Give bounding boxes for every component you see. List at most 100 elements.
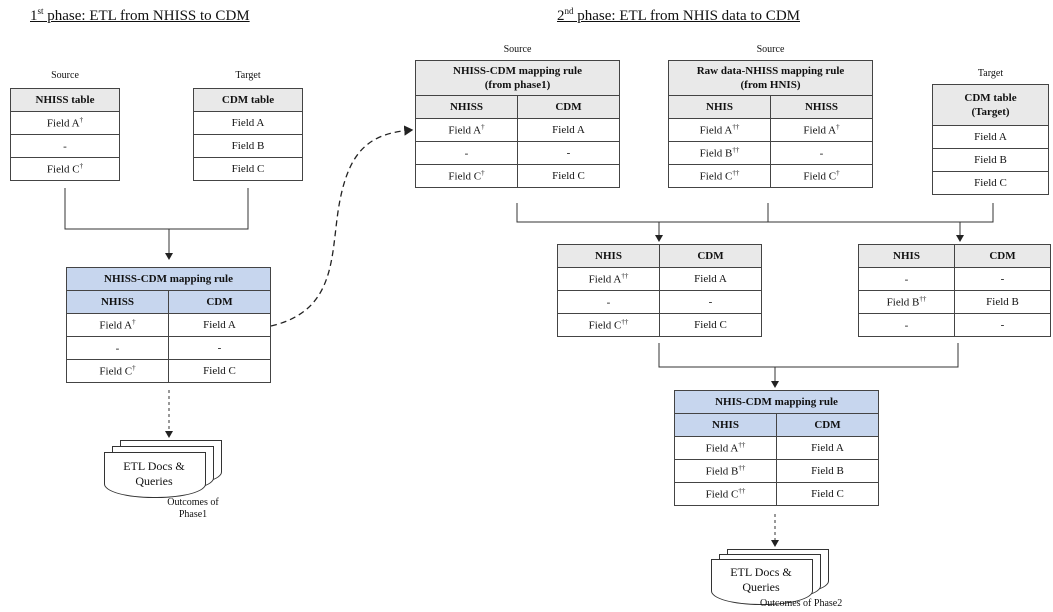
table-cell: Field A† xyxy=(10,111,120,135)
column-header: CDM xyxy=(659,244,762,268)
column-header: NHIS xyxy=(668,95,771,119)
cdm-target-title: CDM table(Target) xyxy=(932,84,1049,126)
table-cell: - xyxy=(10,134,120,158)
phase1-title-ordinal: st xyxy=(37,6,44,16)
table-cell: Field C xyxy=(168,359,271,383)
docs-label-line1: ETL Docs & xyxy=(123,459,185,473)
table-cell: Field C xyxy=(517,164,620,188)
table-cell: Field C† xyxy=(10,157,120,181)
table-cell: - xyxy=(557,290,660,314)
mapping-title: NHISS-CDM mapping rule xyxy=(66,267,271,291)
table-cell: - xyxy=(517,141,620,165)
table-cell: Field A† xyxy=(66,313,169,337)
table-cell: Field A xyxy=(659,267,762,291)
phase1-to-phase2-dashed-curve xyxy=(270,125,414,327)
phase2-outcome-label: Outcomes of Phase2 xyxy=(760,598,843,609)
table-cell: - xyxy=(770,141,873,165)
column-header: CDM xyxy=(168,290,271,314)
phase1-target-caption: Target xyxy=(235,70,261,81)
table-cell: Field C†† xyxy=(668,164,771,188)
phase2-bottom-merge-line xyxy=(658,343,959,368)
column-header: NHISS xyxy=(770,95,873,119)
table-cell: Field A xyxy=(776,436,879,460)
column-header: CDM xyxy=(954,244,1051,268)
phase1-title: 1st phase: ETL from NHISS to CDM xyxy=(30,6,250,25)
table-cell: Field C xyxy=(193,157,303,181)
table-cell: Field A xyxy=(168,313,271,337)
phase2-target-caption: Target xyxy=(977,68,1004,79)
table-cell: - xyxy=(858,313,955,337)
column-header: NHISS xyxy=(66,290,169,314)
phase1-source-caption: Source xyxy=(51,70,79,81)
phase1-merge-line xyxy=(64,188,249,230)
table-cell: Field C xyxy=(932,171,1049,195)
table-cell: Field B†† xyxy=(668,141,771,165)
table-cell: Field A†† xyxy=(674,436,777,460)
phase2-left-merge-line xyxy=(516,203,769,223)
column-header: CDM xyxy=(776,413,879,437)
table-cell: Field C†† xyxy=(557,313,660,337)
table-cell: Field A xyxy=(517,118,620,142)
cdm-table-header: CDM table xyxy=(193,88,303,112)
column-header: NHIS xyxy=(557,244,660,268)
docs-label-line2: Queries xyxy=(742,580,780,594)
table-cell: Field C† xyxy=(415,164,518,188)
table-cell: Field A† xyxy=(415,118,518,142)
phase1-outcome-label: Outcomes of Phase1 xyxy=(167,497,219,520)
table-cell: - xyxy=(659,290,762,314)
table-cell: Field A† xyxy=(770,118,873,142)
table-cell: Field A xyxy=(932,125,1049,149)
table-cell: - xyxy=(66,336,169,360)
nhiss-table-header: NHISS table xyxy=(10,88,120,112)
phase2-source-caption-2: Source xyxy=(756,44,785,55)
table-cell: - xyxy=(415,141,518,165)
table-cell: - xyxy=(858,267,955,291)
phase1-title-number: 1 xyxy=(30,8,38,24)
column-header: NHIS xyxy=(674,413,777,437)
intermediate-nhis-cdm-table-left: NHIS CDM Field A†† Field A - - Field C††… xyxy=(557,244,762,337)
table-cell: Field C xyxy=(776,482,879,506)
phase2-final-mapping-table: NHIS-CDM mapping rule NHIS CDM Field A††… xyxy=(674,390,879,506)
mapping-title: NHIS-CDM mapping rule xyxy=(674,390,879,414)
column-header: CDM xyxy=(517,95,620,119)
table-cell: - xyxy=(954,313,1051,337)
table-cell: Field C† xyxy=(770,164,873,188)
table-cell: Field C†† xyxy=(674,482,777,506)
phase2-title-ordinal: nd xyxy=(564,6,574,16)
phase2-title-number: 2 xyxy=(557,8,565,24)
table-cell: Field A†† xyxy=(668,118,771,142)
cdm-target-table: CDM table Field A Field B Field C xyxy=(193,88,303,181)
table-cell: Field B xyxy=(193,134,303,158)
phase2-etl-docs-icon: ETL Docs & Queries xyxy=(705,549,835,605)
table-cell: Field C xyxy=(659,313,762,337)
phase1-etl-docs-icon: ETL Docs & Queries xyxy=(100,440,230,510)
table-cell: Field B†† xyxy=(858,290,955,314)
rule-from-phase1-table: NHISS-CDM mapping rule(from phase1) NHIS… xyxy=(415,60,620,188)
docs-label-line2: Queries xyxy=(135,474,173,488)
rule-from-phase1-title: NHISS-CDM mapping rule(from phase1) xyxy=(415,60,620,96)
table-cell: - xyxy=(954,267,1051,291)
phase2-source-caption-1: Source xyxy=(503,44,532,55)
table-cell: Field B xyxy=(932,148,1049,172)
table-cell: Field A†† xyxy=(557,267,660,291)
phase2-title-text: phase: ETL from NHIS data to CDM xyxy=(573,8,800,24)
phase2-title: 2nd phase: ETL from NHIS data to CDM xyxy=(557,6,800,25)
table-cell: Field C† xyxy=(66,359,169,383)
table-cell: Field B xyxy=(776,459,879,483)
nhiss-source-table: NHISS table Field A† - Field C† xyxy=(10,88,120,181)
table-cell: Field A xyxy=(193,111,303,135)
cdm-target-table-phase2: CDM table(Target) Field A Field B Field … xyxy=(932,84,1049,195)
raw-rule-title: Raw data-NHISS mapping rule(from HNIS) xyxy=(668,60,873,96)
raw-data-nhiss-rule-table: Raw data-NHISS mapping rule(from HNIS) N… xyxy=(668,60,873,188)
column-header: NHIS xyxy=(858,244,955,268)
table-cell: Field B†† xyxy=(674,459,777,483)
column-header: NHISS xyxy=(415,95,518,119)
phase1-mapping-table: NHISS-CDM mapping rule NHISS CDM Field A… xyxy=(66,267,271,383)
table-cell: Field B xyxy=(954,290,1051,314)
phase2-right-merge-line xyxy=(768,203,994,223)
table-cell: - xyxy=(168,336,271,360)
docs-label-line1: ETL Docs & xyxy=(730,565,792,579)
phase1-title-text: phase: ETL from NHISS to CDM xyxy=(43,8,250,24)
intermediate-nhis-cdm-table-right: NHIS CDM - - Field B†† Field B - - xyxy=(858,244,1051,337)
